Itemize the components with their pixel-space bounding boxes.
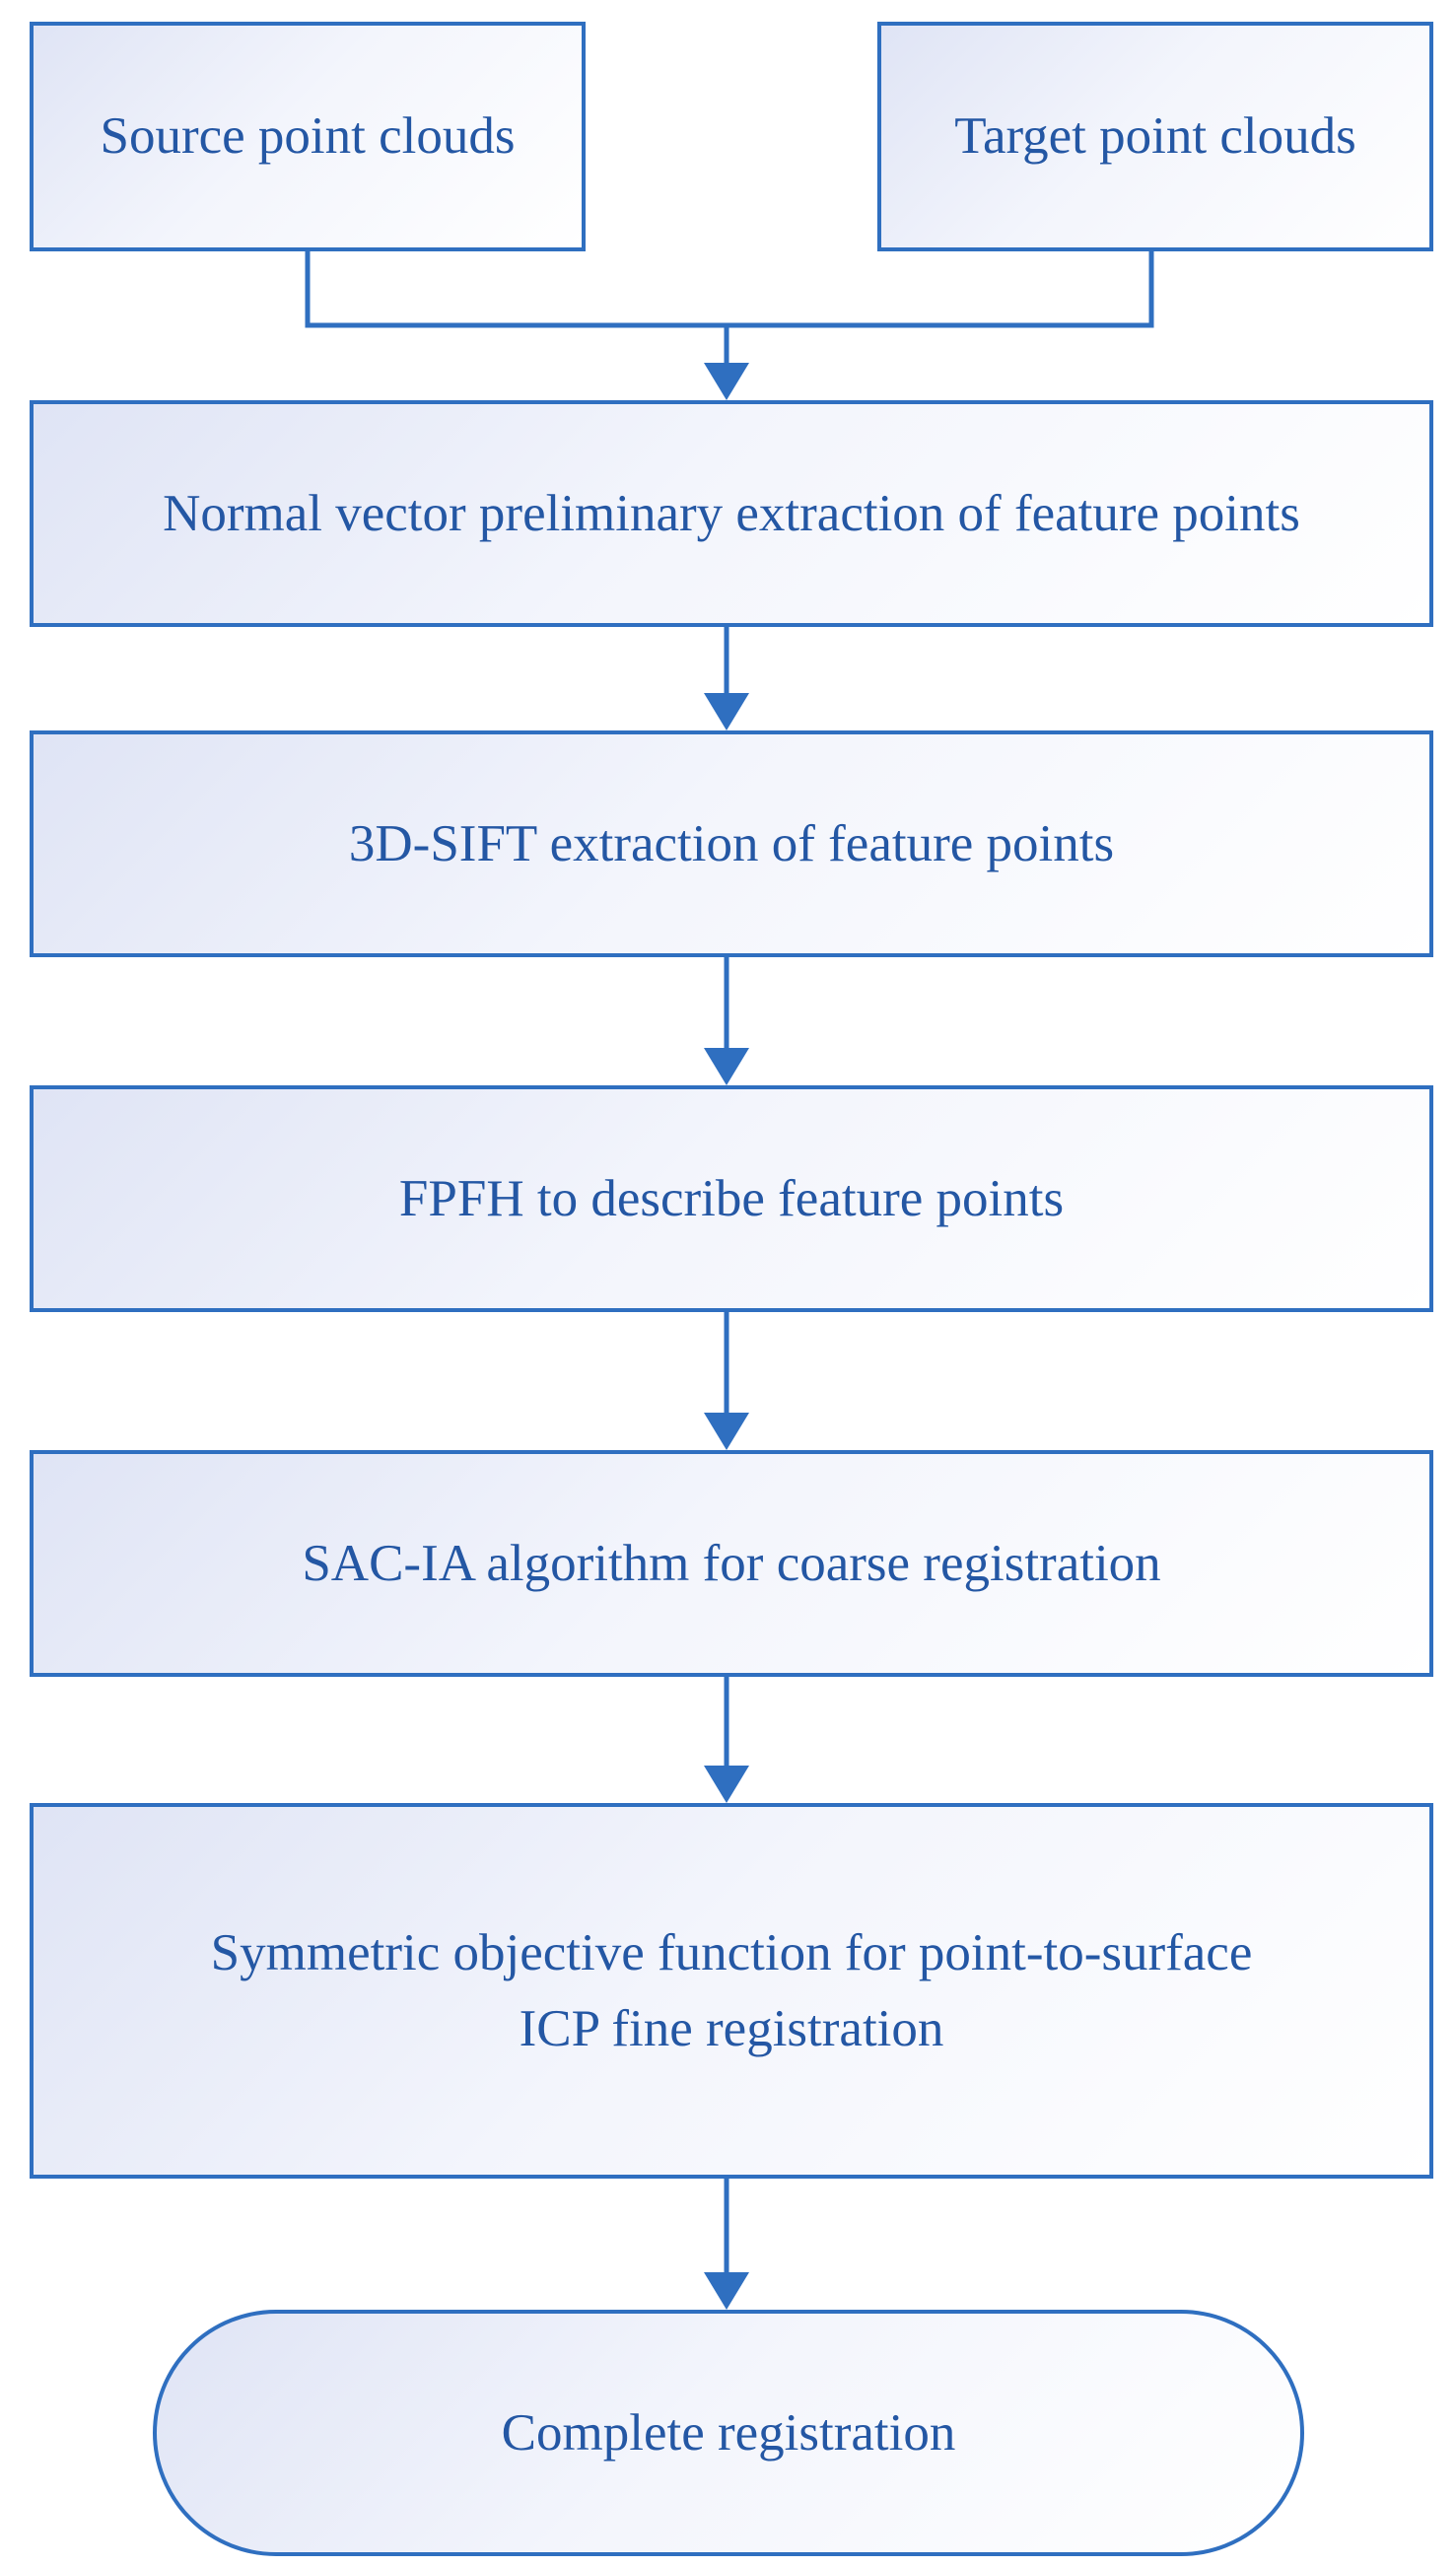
target-point-clouds-box: Target point clouds xyxy=(877,22,1433,251)
arrowhead-icp-to-complete xyxy=(704,2272,749,2310)
arrowhead-merge-to-normal xyxy=(704,363,749,400)
sac-ia-coarse-registration-box: SAC-IA algorithm for coarse registration xyxy=(30,1450,1433,1677)
arrowhead-normal-to-sift xyxy=(704,693,749,730)
sift-extraction-label: 3D-SIFT extraction of feature points xyxy=(348,814,1115,872)
sift-extraction-box: 3D-SIFT extraction of feature points xyxy=(30,730,1433,957)
target-point-clouds-label: Target point clouds xyxy=(954,107,1356,166)
connector-target-merge xyxy=(727,251,1154,328)
source-point-clouds-box: Source point clouds xyxy=(30,22,586,251)
sac-ia-coarse-registration-label: SAC-IA algorithm for coarse registration xyxy=(302,1534,1161,1592)
arrowhead-sift-to-fpfh xyxy=(704,1048,749,1085)
arrowhead-sac-to-icp xyxy=(704,1766,749,1803)
complete-registration-label: Complete registration xyxy=(501,2403,956,2462)
icp-fine-registration-box: Symmetric objective function for point-t… xyxy=(30,1803,1433,2179)
normal-vector-extraction-box: Normal vector preliminary extraction of … xyxy=(30,400,1433,627)
connector-source-merge xyxy=(305,251,727,328)
complete-registration-terminal: Complete registration xyxy=(153,2310,1304,2556)
arrowhead-fpfh-to-sac xyxy=(704,1413,749,1450)
normal-vector-extraction-label: Normal vector preliminary extraction of … xyxy=(163,484,1300,542)
fpfh-description-box: FPFH to describe feature points xyxy=(30,1085,1433,1312)
fpfh-description-label: FPFH to describe feature points xyxy=(398,1169,1065,1227)
icp-fine-registration-label: Symmetric objective function for point-t… xyxy=(210,1923,1253,2057)
source-point-clouds-label: Source point clouds xyxy=(100,107,516,166)
